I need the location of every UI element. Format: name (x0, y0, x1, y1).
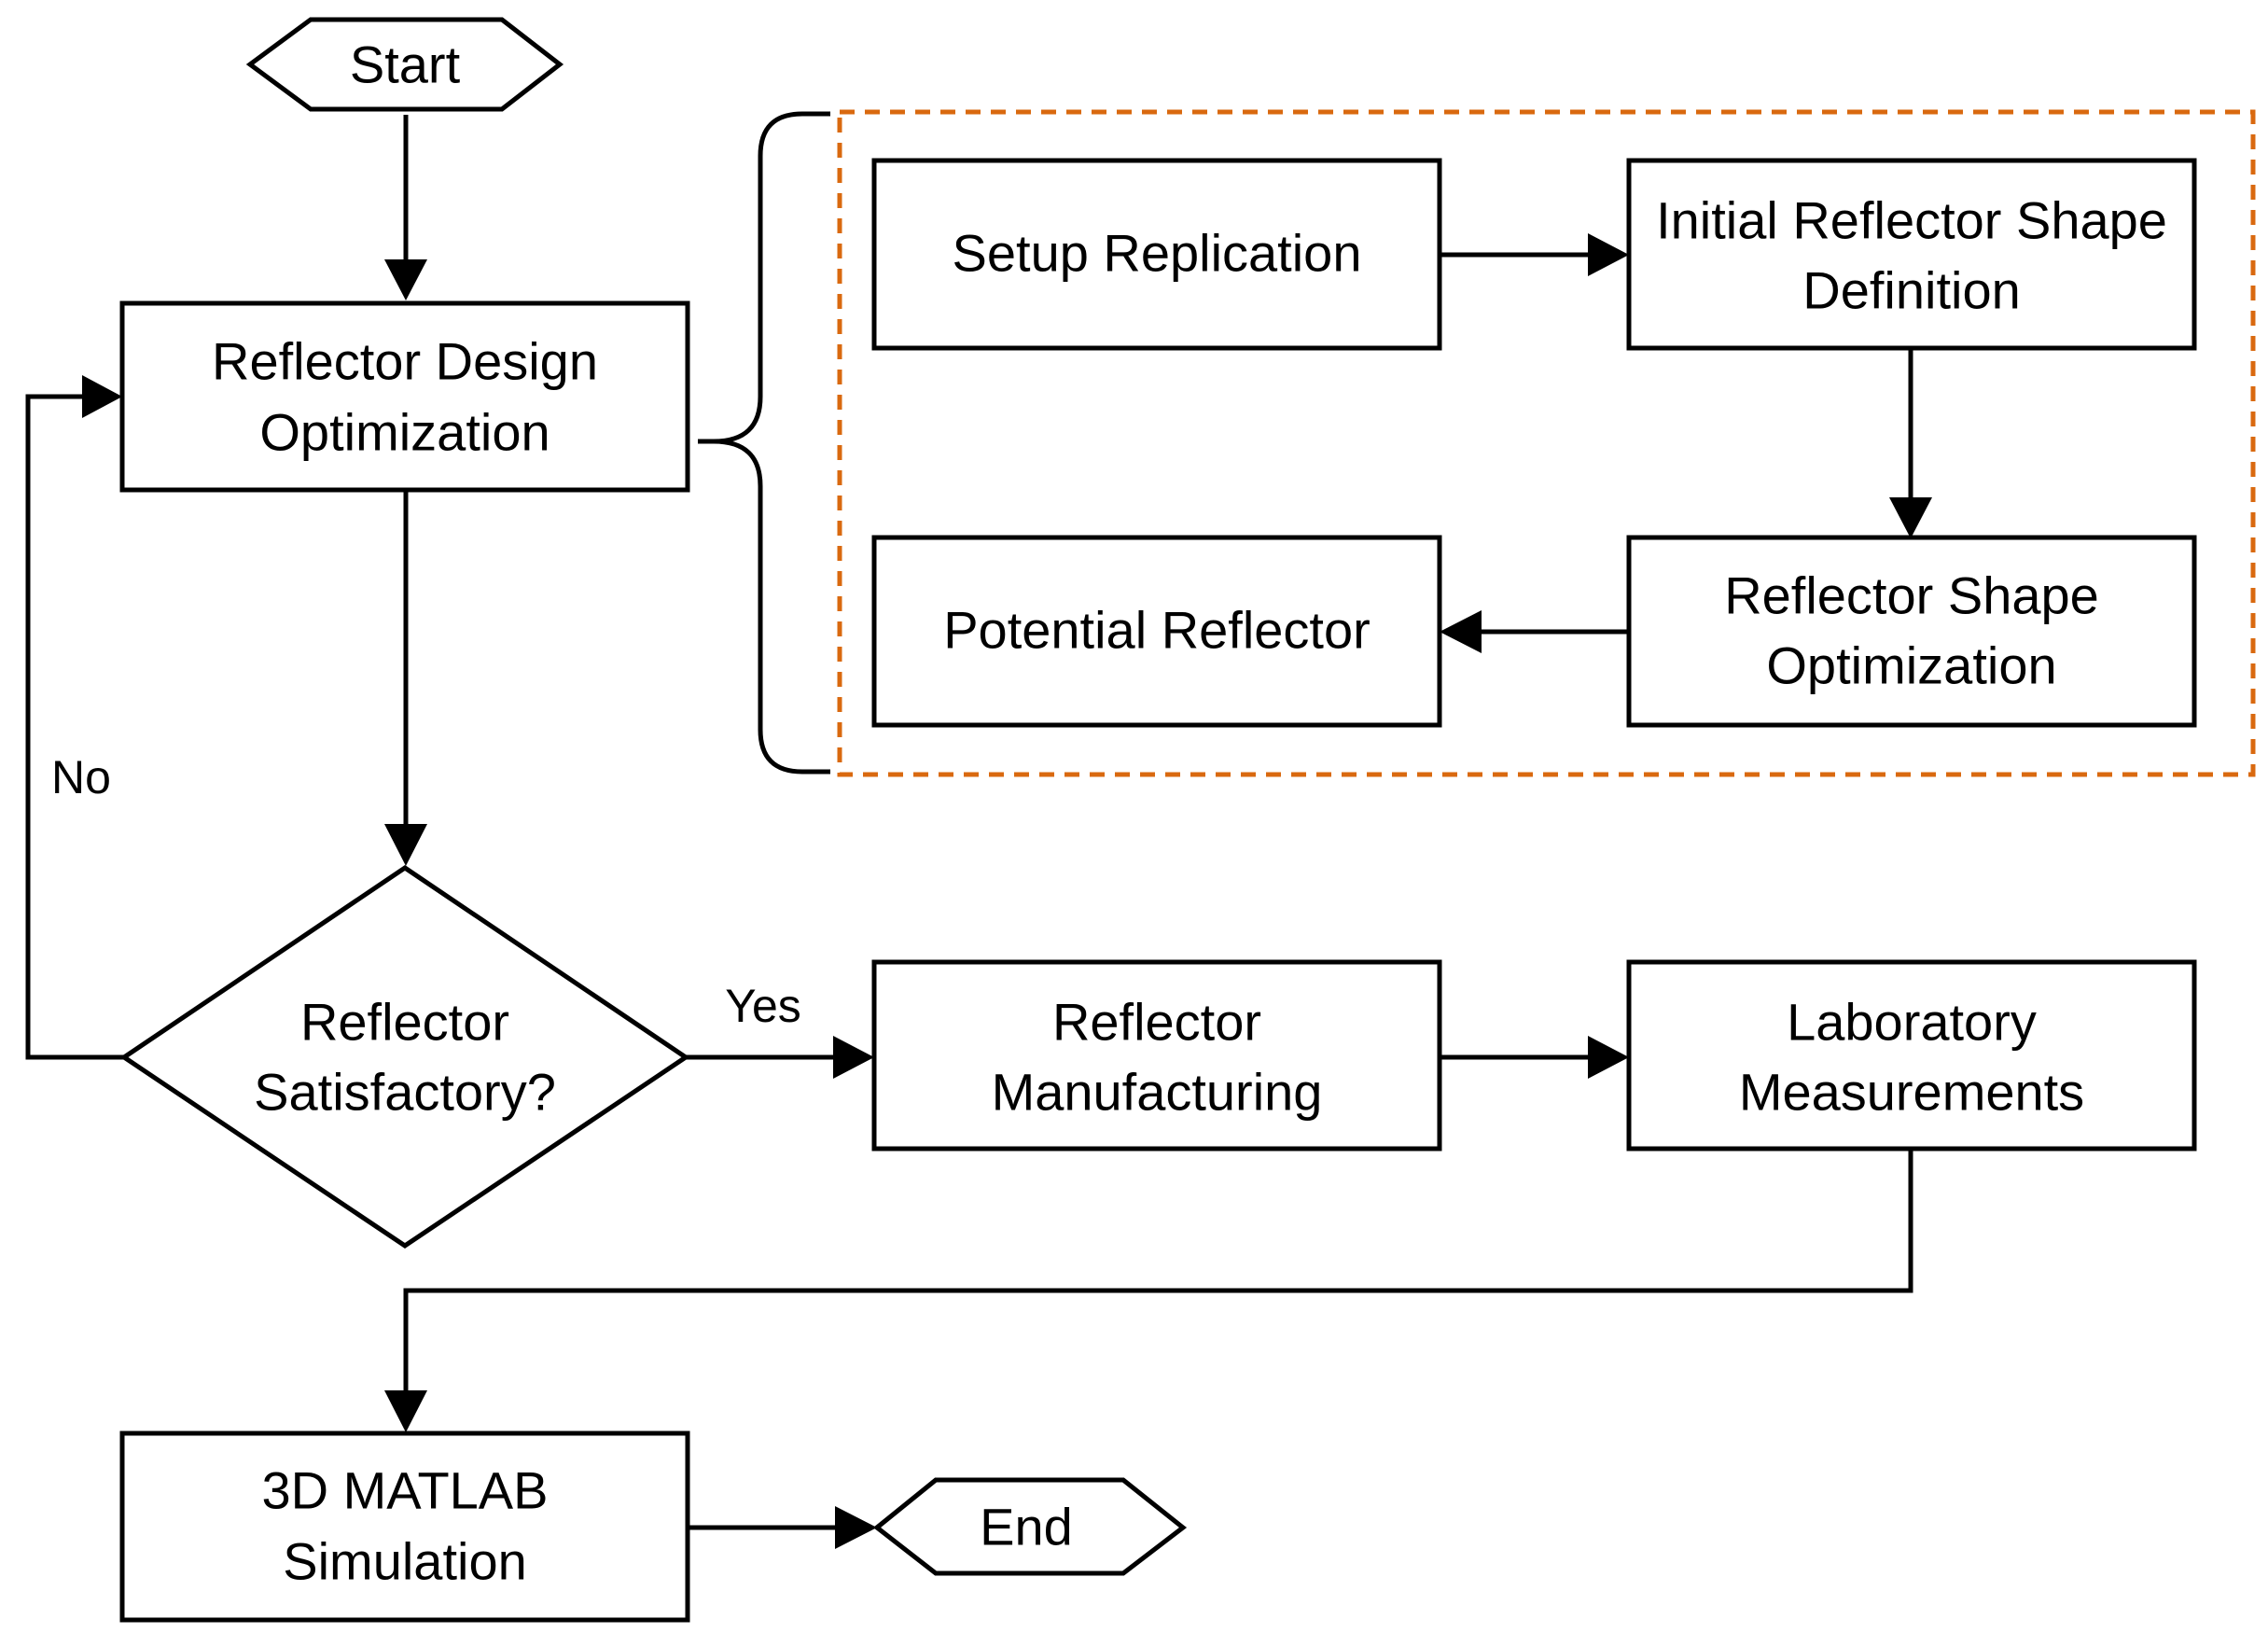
connector-no-loop (25, 394, 124, 1060)
potential-reflector-box: Potential Reflector (871, 535, 1442, 728)
measurements-box: Laboratory Measurements (1626, 959, 2197, 1151)
setup-replication-label: Setup Replication (953, 224, 1362, 283)
simulation-box: 3D MATLAB Simulation (119, 1431, 690, 1623)
potential-reflector-label: Potential Reflector (943, 601, 1371, 660)
shape-optimization-label-line1: Reflector Shape (1724, 566, 2099, 625)
measurements-label-line1: Laboratory (1787, 993, 2037, 1052)
end-terminal: End (872, 1477, 1188, 1576)
optimization-group-border (837, 109, 2256, 777)
no-edge-label: No (51, 751, 111, 803)
setup-replication-box: Setup Replication (871, 158, 1442, 351)
simulation-label-line2: Simulation (283, 1532, 526, 1591)
initial-shape-label-line2: Definition (1802, 261, 2020, 320)
initial-shape-box: Initial Reflector Shape Definition (1626, 158, 2197, 351)
end-label: End (980, 1498, 1073, 1556)
manufacturing-label-line1: Reflector (1052, 993, 1261, 1052)
start-label: Start (350, 35, 461, 94)
satisfactory-label-line1: Reflector (300, 993, 509, 1052)
manufacturing-label-line2: Manufacturing (992, 1063, 1323, 1122)
connectors (25, 115, 1932, 1549)
measurements-label-line2: Measurements (1739, 1063, 2084, 1122)
grouping-brace (698, 111, 830, 775)
simulation-label-line1: 3D MATLAB (261, 1461, 548, 1520)
connector-measurements-to-simulation (403, 1151, 1913, 1395)
design-optimization-label-line2: Optimization (259, 403, 550, 462)
yes-edge-label: Yes (725, 980, 801, 1032)
shape-optimization-label-line2: Optimization (1766, 636, 2056, 695)
manufacturing-box: Reflector Manufacturing (871, 959, 1442, 1151)
initial-shape-label-line1: Initial Reflector Shape (1656, 191, 2167, 250)
satisfactory-decision: Reflector Satisfactory? (119, 864, 690, 1249)
start-terminal: Start (245, 17, 564, 112)
design-optimization-box: Reflector Design Optimization (119, 300, 690, 493)
shape-optimization-box: Reflector Shape Optimization (1626, 535, 2197, 728)
design-optimization-label-line1: Reflector Design (212, 332, 598, 391)
satisfactory-label-line2: Satisfactory? (254, 1063, 556, 1122)
